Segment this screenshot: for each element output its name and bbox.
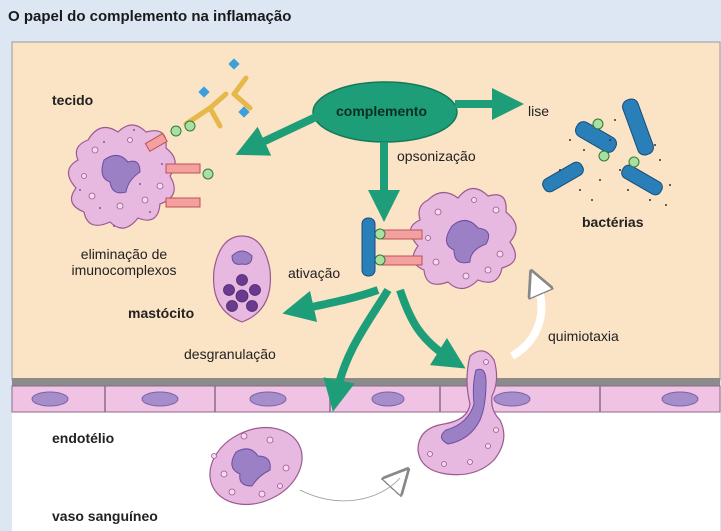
label-bacteria: bactérias [582, 214, 643, 230]
label-immunocomplex: eliminação de imunocomplexos [54, 246, 194, 278]
label-blood-vessel: vaso sanguíneo [52, 508, 158, 524]
label-degranulation: desgranulação [184, 346, 276, 362]
label-endothelium: endotélio [52, 430, 114, 446]
label-immunocomplex-line1: eliminação de [54, 246, 194, 262]
label-lysis: lise [528, 103, 549, 119]
label-activation: ativação [288, 265, 340, 281]
label-tissue: tecido [52, 92, 93, 108]
label-opsonization: opsonização [397, 148, 476, 164]
label-immunocomplex-line2: imunocomplexos [54, 262, 194, 278]
label-mastocyte: mastócito [128, 305, 194, 321]
label-chemotaxis: quimiotaxia [548, 328, 619, 344]
endothelium-layer [12, 378, 720, 412]
label-complement: complemento [336, 103, 427, 119]
